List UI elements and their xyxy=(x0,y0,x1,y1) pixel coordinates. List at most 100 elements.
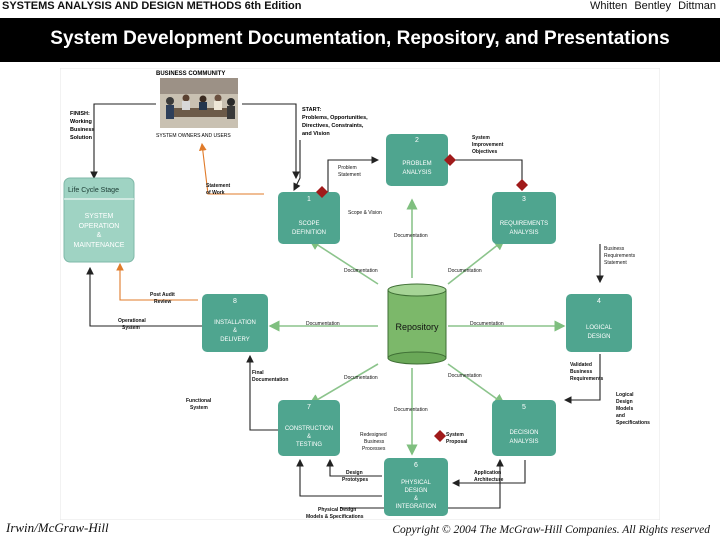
course-title: SYSTEMS ANALYSIS AND DESIGN METHODS xyxy=(2,0,242,12)
svg-text:Redesigned: Redesigned xyxy=(360,432,387,438)
business-community-label: BUSINESS COMMUNITY xyxy=(156,71,225,77)
lifecycle-title: Life Cycle Stage xyxy=(68,187,119,194)
svg-text:ANALYSIS: ANALYSIS xyxy=(403,170,432,176)
svg-text:CONSTRUCTION: CONSTRUCTION xyxy=(285,426,333,432)
svg-text:Problem: Problem xyxy=(338,165,357,171)
svg-text:Statement: Statement xyxy=(206,183,231,189)
svg-text:LOGICAL: LOGICAL xyxy=(586,325,613,331)
phase1-to-phase2-arrow xyxy=(327,156,380,192)
svg-text:2: 2 xyxy=(415,137,419,144)
svg-text:SCOPE: SCOPE xyxy=(298,221,319,227)
svg-text:TESTING: TESTING xyxy=(296,442,322,448)
phase-4: 4 LOGICAL DESIGN xyxy=(566,294,632,352)
svg-text:System: System xyxy=(446,432,464,438)
doc-arrow-3 xyxy=(447,239,506,285)
svg-text:Statement: Statement xyxy=(338,172,361,178)
start-label: START: Problems, Opportunities, Directiv… xyxy=(302,107,368,137)
svg-text:3: 3 xyxy=(522,196,526,203)
repository: Repository xyxy=(387,283,447,365)
svg-text:Final: Final xyxy=(252,370,264,376)
svg-text:Review: Review xyxy=(154,299,171,305)
documentation-arrows xyxy=(268,198,566,456)
svg-text:Operational: Operational xyxy=(118,318,146,324)
svg-text:Directives, Constraints,: Directives, Constraints, xyxy=(302,123,364,129)
title-bar xyxy=(0,18,720,62)
svg-text:Scope & Vision: Scope & Vision xyxy=(348,210,382,216)
svg-text:Business: Business xyxy=(70,127,94,133)
svg-text:PROBLEM: PROBLEM xyxy=(402,161,431,167)
copyright-notice: Copyright © 2004 The McGraw-Hill Compani… xyxy=(392,524,710,536)
svg-text:Specifications: Specifications xyxy=(616,420,650,426)
svg-text:of Work: of Work xyxy=(206,190,225,196)
svg-text:Post Audit: Post Audit xyxy=(150,292,175,298)
svg-text:and Vision: and Vision xyxy=(302,131,330,137)
svg-text:Physical Design: Physical Design xyxy=(318,507,356,513)
finish-label: FINISH: Working Business Solution xyxy=(70,111,94,141)
owners-users-label: SYSTEM OWNERS AND USERS xyxy=(156,133,231,139)
svg-text:7: 7 xyxy=(307,404,311,411)
svg-text:Architecture: Architecture xyxy=(474,477,504,483)
diamond-5 xyxy=(434,430,446,442)
svg-text:Documentation: Documentation xyxy=(448,373,482,379)
svg-text:4: 4 xyxy=(597,298,601,305)
svg-text:Statement: Statement xyxy=(604,260,627,266)
course-header: SYSTEMS ANALYSIS AND DESIGN METHODS 6th … xyxy=(2,0,301,12)
phase-6: 6 PHYSICAL DESIGN & INTEGRATION xyxy=(384,458,448,516)
svg-text:System: System xyxy=(122,325,140,331)
svg-text:Objectives: Objectives xyxy=(472,149,498,155)
svg-text:Documentation: Documentation xyxy=(448,268,482,274)
repository-label: Repository xyxy=(395,322,439,332)
svg-text:DESIGN: DESIGN xyxy=(404,488,427,494)
svg-text:Proposal: Proposal xyxy=(446,439,468,445)
phase8-to-lifecycle-arrow xyxy=(86,266,202,327)
phase-8: 8 INSTALLATION & DELIVERY xyxy=(202,294,268,352)
svg-text:Documentation: Documentation xyxy=(344,375,378,381)
doc-arrow-5 xyxy=(447,363,506,405)
slide-title: System Development Documentation, Reposi… xyxy=(50,28,670,49)
lifecycle-stage-box: Life Cycle Stage SYSTEM OPERATION & MAIN… xyxy=(63,177,135,263)
svg-text:5: 5 xyxy=(522,404,526,411)
svg-text:FINISH:: FINISH: xyxy=(70,111,90,117)
svg-text:&: & xyxy=(97,232,102,239)
svg-text:ANALYSIS: ANALYSIS xyxy=(510,439,539,445)
phase-1: 1 SCOPE DEFINITION xyxy=(278,192,340,244)
phase7-to-phase8-arrow xyxy=(246,354,280,431)
svg-text:Functional: Functional xyxy=(186,398,212,404)
svg-text:Requirements: Requirements xyxy=(570,376,604,382)
svg-text:Documentation: Documentation xyxy=(394,233,428,239)
edition: 6th Edition xyxy=(244,0,302,12)
svg-text:&: & xyxy=(233,328,237,334)
svg-text:8: 8 xyxy=(233,298,237,305)
svg-text:REQUIREMENTS: REQUIREMENTS xyxy=(500,221,548,227)
phase5-to-phase6-arrow xyxy=(451,460,526,487)
phase-7: 7 CONSTRUCTION & TESTING xyxy=(278,400,340,456)
svg-text:Design: Design xyxy=(346,470,363,476)
finish-arrow xyxy=(90,103,156,180)
svg-text:1: 1 xyxy=(307,196,311,203)
svg-text:Documentation: Documentation xyxy=(344,268,378,274)
phase-3: 3 REQUIREMENTS ANALYSIS xyxy=(492,192,556,244)
decision-diamonds xyxy=(316,154,528,442)
community-to-scope-arrow xyxy=(242,103,300,180)
svg-text:Models: Models xyxy=(616,406,633,412)
svg-text:ANALYSIS: ANALYSIS xyxy=(510,230,539,236)
sdlc-diagram: BUSINESS COMMUNITY SYSTEM OWNERS AND USE… xyxy=(60,68,660,520)
svg-text:&: & xyxy=(414,496,418,502)
svg-text:Documentation: Documentation xyxy=(394,407,428,413)
flow-labels: System Improvement Objectives Problem St… xyxy=(118,135,650,520)
physical-models-to-phase7-arrow xyxy=(296,458,382,497)
svg-text:and: and xyxy=(616,413,625,419)
svg-text:Business: Business xyxy=(364,439,385,445)
svg-text:Documentation: Documentation xyxy=(306,321,340,327)
svg-text:DESIGN: DESIGN xyxy=(587,334,610,340)
business-community-photo xyxy=(160,78,238,128)
svg-text:Logical: Logical xyxy=(616,392,634,398)
svg-text:START:: START: xyxy=(302,107,321,113)
svg-text:INTEGRATION: INTEGRATION xyxy=(396,504,437,510)
phase-2: 2 PROBLEM ANALYSIS xyxy=(386,134,448,186)
svg-text:Documentation: Documentation xyxy=(252,377,288,383)
svg-text:System: System xyxy=(190,405,208,411)
diamond-1 xyxy=(316,186,328,198)
svg-text:MAINTENANCE: MAINTENANCE xyxy=(74,242,125,249)
phase6-to-phase7-arrow xyxy=(326,458,382,477)
